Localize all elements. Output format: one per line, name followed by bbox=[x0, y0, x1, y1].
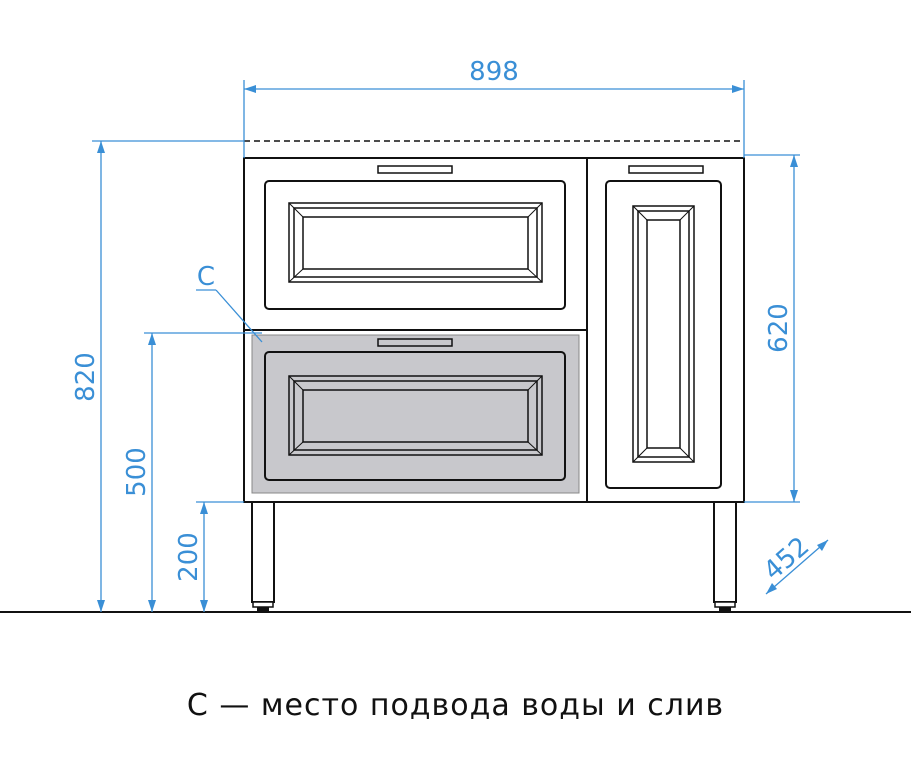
legend-caption: С — место подвода воды и слив bbox=[186, 688, 725, 723]
dim-width-label: 898 bbox=[469, 57, 519, 87]
right-leg bbox=[713, 501, 737, 612]
marker-c-label: C bbox=[197, 262, 215, 292]
top-drawer bbox=[264, 165, 566, 310]
left-leg bbox=[251, 501, 275, 612]
supply-zone-highlight bbox=[251, 334, 580, 494]
dim-height-supply-label: 500 bbox=[122, 447, 152, 497]
dim-height-total-label: 820 bbox=[71, 352, 101, 402]
dimension-arrowheads bbox=[97, 85, 828, 612]
side-door bbox=[605, 165, 722, 489]
dim-height-legs-label: 200 bbox=[174, 532, 204, 582]
dim-height-door-label: 620 bbox=[764, 303, 794, 353]
bottom-drawer bbox=[251, 334, 580, 494]
dim-depth-label: 452 bbox=[758, 531, 815, 586]
